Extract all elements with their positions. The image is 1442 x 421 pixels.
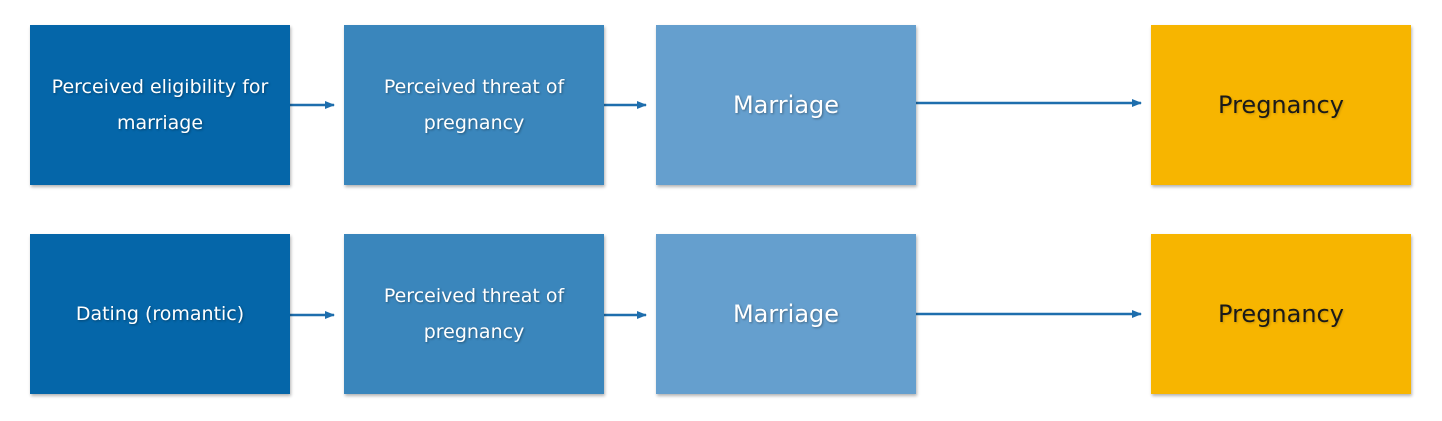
box-label: Dating (romantic) (75, 303, 245, 325)
box-perceived-threat: Perceived threat of pregnancy (344, 234, 604, 394)
box-perceived-eligibility: Perceived eligibility for marriage (30, 25, 290, 185)
box-pregnancy: Pregnancy (1151, 234, 1411, 394)
box-marriage: Marriage (656, 25, 916, 185)
box-dating-romantic: Dating (romantic) (30, 234, 290, 394)
box-label: Perceived threat of pregnancy (383, 76, 565, 134)
box-label: Marriage (732, 300, 840, 328)
box-label: Perceived eligibility for marriage (51, 76, 269, 134)
box-label: Perceived threat of pregnancy (383, 285, 565, 343)
box-pregnancy: Pregnancy (1151, 25, 1411, 185)
box-marriage: Marriage (656, 234, 916, 394)
box-perceived-threat: Perceived threat of pregnancy (344, 25, 604, 185)
pathway-row-2: Dating (romantic) Perceived threat of pr… (0, 234, 1442, 394)
box-label: Pregnancy (1218, 91, 1344, 119)
pathway-row-1: Perceived eligibility for marriage Perce… (0, 25, 1442, 185)
box-label: Marriage (732, 91, 840, 119)
box-label: Pregnancy (1218, 300, 1344, 328)
